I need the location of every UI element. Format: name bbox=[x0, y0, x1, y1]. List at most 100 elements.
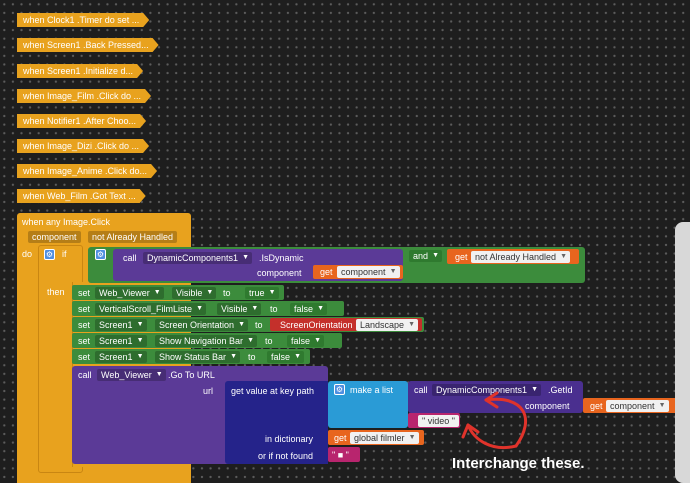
url-arg-label: url bbox=[203, 386, 214, 396]
set-block-show-navigation-bar[interactable] bbox=[72, 333, 342, 348]
event-block-screen-back-pressed[interactable]: when Screen1 .Back Pressed... bbox=[17, 38, 159, 52]
logic-value-dropdown[interactable]: false▼ bbox=[267, 351, 305, 363]
component-dropdown[interactable]: Screen1▼ bbox=[95, 319, 147, 331]
set-label: set bbox=[78, 336, 91, 346]
component-arg-label: component bbox=[257, 268, 302, 278]
set-label: set bbox=[78, 320, 91, 330]
empty-text-value: " ■ " bbox=[332, 450, 349, 460]
then-label: then bbox=[47, 287, 65, 297]
variable-name: global filmler bbox=[354, 433, 405, 443]
event-block-notifier-after-choosing[interactable]: when Notifier1 .After Choo... bbox=[17, 114, 146, 128]
set-block-show-status-bar[interactable] bbox=[72, 349, 310, 364]
helper-value-dropdown[interactable]: Landscape▼ bbox=[356, 319, 419, 331]
not-found-label: or if not found bbox=[258, 451, 314, 461]
set-block-verticalscroll-visible[interactable] bbox=[72, 301, 344, 316]
to-label: to bbox=[270, 304, 278, 314]
get-value-at-key-path-block[interactable] bbox=[225, 381, 328, 464]
dropdown-arrow-icon: ▼ bbox=[531, 386, 539, 393]
set-label: set bbox=[78, 352, 91, 362]
logic-value: false bbox=[291, 336, 311, 346]
in-dictionary-label: in dictionary bbox=[265, 434, 314, 444]
annotation-text: Interchange these. bbox=[452, 455, 585, 472]
dropdown-arrow-icon: ▼ bbox=[408, 321, 416, 328]
component-name: Web_Viewer bbox=[101, 370, 152, 380]
property-dropdown[interactable]: Visible▼ bbox=[217, 303, 262, 315]
video-text-field[interactable]: " video " bbox=[418, 415, 459, 427]
component-dropdown[interactable]: VerticalScroll_FilmListe▼ bbox=[95, 303, 207, 315]
event-block-image-dizi-click[interactable]: when Image_Dizi .Click do ... bbox=[17, 139, 149, 153]
event-block-clock-timer[interactable]: when Clock1 .Timer do set ... bbox=[17, 13, 149, 27]
to-label: to bbox=[223, 288, 231, 298]
dropdown-arrow-icon: ▼ bbox=[238, 321, 246, 328]
gear-icon[interactable]: ⚙ bbox=[334, 384, 345, 395]
dynamic-components-dropdown[interactable]: DynamicComponents1▼ bbox=[432, 384, 542, 396]
property-dropdown[interactable]: Screen Orientation▼ bbox=[155, 319, 249, 331]
and-operator-dropdown[interactable]: and▼ bbox=[409, 250, 443, 262]
gear-icon[interactable]: ⚙ bbox=[95, 249, 106, 260]
component-name: VerticalScroll_FilmListe bbox=[99, 304, 193, 314]
component-dropdown[interactable]: Screen1▼ bbox=[95, 351, 147, 363]
property-name: Screen Orientation bbox=[159, 320, 235, 330]
get-not-already-handled-dropdown[interactable]: not Already Handled▼ bbox=[471, 251, 571, 263]
variable-name: not Already Handled bbox=[475, 252, 557, 262]
call-label: call bbox=[78, 370, 92, 380]
dropdown-arrow-icon: ▼ bbox=[230, 353, 238, 360]
get-component-dropdown[interactable]: component▼ bbox=[606, 400, 669, 412]
variable-name: component bbox=[341, 267, 386, 277]
component-name: Screen1 bbox=[99, 352, 133, 362]
property-dropdown[interactable]: Visible▼ bbox=[172, 287, 217, 299]
dropdown-arrow-icon: ▼ bbox=[317, 305, 325, 312]
component-name: Screen1 bbox=[99, 320, 133, 330]
logic-value: false bbox=[294, 304, 314, 314]
get-label: get bbox=[320, 267, 333, 277]
get-id-method: .GetId bbox=[548, 385, 573, 395]
dropdown-arrow-icon: ▼ bbox=[314, 337, 322, 344]
set-block-web-viewer-visible[interactable] bbox=[72, 285, 284, 300]
logic-value-dropdown[interactable]: true▼ bbox=[245, 287, 279, 299]
make-list-label: make a list bbox=[350, 385, 394, 395]
logic-value-dropdown[interactable]: false▼ bbox=[287, 335, 325, 347]
property-dropdown[interactable]: Show Status Bar▼ bbox=[155, 351, 241, 363]
web-viewer-dropdown[interactable]: Web_Viewer▼ bbox=[97, 369, 166, 381]
dropdown-arrow-icon: ▼ bbox=[251, 305, 259, 312]
dropdown-arrow-icon: ▼ bbox=[560, 253, 568, 260]
component-name: Screen1 bbox=[99, 336, 133, 346]
event-block-image-anime-click[interactable]: when Image_Anime .Click do... bbox=[17, 164, 157, 178]
property-name: Visible bbox=[221, 304, 248, 314]
event-block-web-film-got-text[interactable]: when Web_Film .Got Text ... bbox=[17, 189, 146, 203]
event-block-screen-initialize[interactable]: when Screen1 .Initialize d... bbox=[17, 64, 143, 78]
param-component[interactable]: component bbox=[28, 231, 81, 243]
property-name: Show Navigation Bar bbox=[159, 336, 244, 346]
component-name: DynamicComponents1 bbox=[436, 385, 528, 395]
call-label: call bbox=[414, 385, 428, 395]
to-label: to bbox=[255, 320, 263, 330]
component-dropdown[interactable]: Screen1▼ bbox=[95, 335, 147, 347]
global-filmler-dropdown[interactable]: global filmler▼ bbox=[350, 432, 419, 444]
dynamic-components-dropdown[interactable]: DynamicComponents1▼ bbox=[143, 252, 253, 264]
dropdown-arrow-icon: ▼ bbox=[242, 254, 250, 261]
dropdown-arrow-icon: ▼ bbox=[247, 337, 255, 344]
dropdown-arrow-icon: ▼ bbox=[432, 252, 440, 259]
dropdown-arrow-icon: ▼ bbox=[136, 337, 144, 344]
logic-value-dropdown[interactable]: false▼ bbox=[290, 303, 328, 315]
empty-text-block[interactable] bbox=[328, 447, 360, 462]
property-name: Visible bbox=[176, 288, 203, 298]
param-not-already-handled[interactable]: not Already Handled bbox=[88, 231, 178, 243]
operator-name: and bbox=[413, 251, 429, 261]
component-dropdown[interactable]: Web_Viewer▼ bbox=[95, 287, 164, 299]
helper-value: Landscape bbox=[360, 320, 405, 330]
property-dropdown[interactable]: Show Navigation Bar▼ bbox=[155, 335, 258, 347]
dropdown-arrow-icon: ▼ bbox=[136, 321, 144, 328]
component-name: Web_Viewer bbox=[99, 288, 150, 298]
get-label: get bbox=[334, 433, 347, 443]
component-arg-label: component bbox=[525, 401, 570, 411]
gear-icon[interactable]: ⚙ bbox=[44, 249, 55, 260]
go-to-url-method: .Go To URL bbox=[168, 370, 215, 380]
get-component-dropdown[interactable]: component▼ bbox=[337, 266, 400, 278]
helper-prefix: ScreenOrientation bbox=[280, 320, 353, 330]
vertical-scrollbar[interactable] bbox=[675, 222, 690, 483]
do-label: do bbox=[22, 249, 33, 259]
event-block-image-film-click[interactable]: when Image_Film .Click do ... bbox=[17, 89, 151, 103]
dropdown-arrow-icon: ▼ bbox=[389, 268, 397, 275]
property-name: Show Status Bar bbox=[159, 352, 227, 362]
